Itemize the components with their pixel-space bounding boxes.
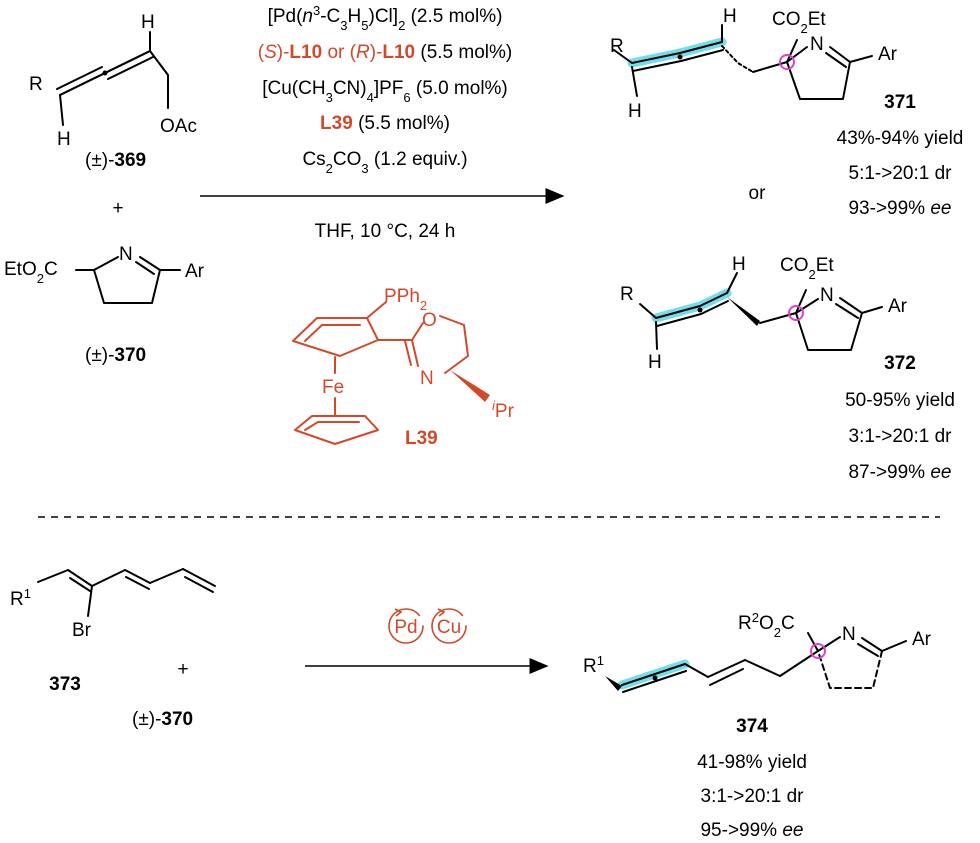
hydrogen: H <box>732 254 746 275</box>
product-372: R H H CO2Et N Ar 372 50-95% yield 3:1->2… <box>620 254 955 483</box>
compound-label-369: (±)-369 <box>85 150 146 171</box>
condition-ligand-l39: L39 (5.5 mol%) <box>320 113 450 134</box>
compound-label-374: 374 <box>736 716 768 737</box>
plus-sign: + <box>112 198 123 219</box>
product-371: R H H CO2Et N Ar 371 43%-94% yield 5:1->… <box>610 6 963 219</box>
oxygen: O <box>422 310 437 331</box>
ester-group: R2O2C <box>738 610 795 640</box>
hydrogen: H <box>628 101 642 122</box>
ester-group: CO2Et <box>772 9 826 36</box>
stereocenter-marker <box>788 305 804 321</box>
product-374: R1 R2O2C N Ar 374 41-98% yield 3:1->20:1… <box>583 610 932 842</box>
condition-pd-catalyst: [Pd(n3-C3H5)Cl]2 (2.5 mol%) <box>268 3 503 33</box>
compound-label-370: (±)-370 <box>132 709 193 730</box>
hydrogen: H <box>141 12 155 33</box>
acetate-group: OAc <box>160 116 197 137</box>
aryl-group: Ar <box>888 296 908 317</box>
r-group: R <box>29 74 43 95</box>
condition-cu-catalyst: [Cu(CH3CN)4]PF6 (5.0 mol%) <box>262 78 508 105</box>
ee-371: 93->99% ee <box>848 198 951 219</box>
hydrogen: H <box>723 6 737 27</box>
nitrogen: N <box>420 368 434 389</box>
yield-371: 43%-94% yield <box>837 128 964 149</box>
dr-374: 3:1->20:1 dr <box>701 786 805 807</box>
compound-label-373: 373 <box>49 674 81 695</box>
yield-372: 50-95% yield <box>845 390 955 411</box>
catalyst-cu-cycle: Cu <box>431 608 467 644</box>
compound-label-372: 372 <box>884 353 916 374</box>
nitrogen: N <box>810 34 824 55</box>
compound-label-371: 371 <box>884 92 916 113</box>
ee-374: 95->99% ee <box>700 820 803 841</box>
nitrogen: N <box>119 244 133 265</box>
or-text: or <box>749 183 767 204</box>
ligand-label: L39 <box>405 428 438 449</box>
ester-group: EtO2C <box>4 259 58 286</box>
r1-group: R1 <box>10 586 31 611</box>
iron-atom: Fe <box>322 377 344 398</box>
isopropyl-group: iPr <box>492 398 515 423</box>
top-conditions: [Pd(n3-C3H5)Cl]2 (2.5 mol%) (S)-L10 or (… <box>200 3 565 242</box>
compound-label-370: (±)-370 <box>85 345 146 366</box>
reactant-369: R H H OAc (±)-369 <box>29 12 197 171</box>
dr-372: 3:1->20:1 dr <box>849 426 953 447</box>
condition-solvent-temp-time: THF, 10 °C, 24 h <box>315 221 456 242</box>
r-group: R <box>610 36 624 57</box>
dr-371: 5:1->20:1 dr <box>849 163 953 184</box>
nitrogen: N <box>842 624 856 645</box>
reactant-373: R1 Br 373 <box>10 568 216 695</box>
ee-372: 87->99% ee <box>848 462 951 483</box>
aryl-group: Ar <box>185 261 205 282</box>
pd-label: Pd <box>394 617 417 638</box>
reactant-370: EtO2C N Ar (±)-370 <box>4 244 205 366</box>
condition-ligand-l10: (S)-L10 or (R)-L10 (5.5 mol%) <box>258 42 512 63</box>
hydrogen: H <box>57 129 71 150</box>
ester-group: CO2Et <box>780 255 834 282</box>
stereocenter-marker <box>779 54 795 70</box>
aryl-group: Ar <box>912 629 932 650</box>
diphenylphosphino-group: PPh2 <box>384 286 427 313</box>
ligand-l39: PPh2 Fe O N iPr L39 <box>292 286 515 449</box>
plus-sign: + <box>177 659 188 680</box>
catalyst-pd-cycle: Pd <box>388 608 424 644</box>
aryl-group: Ar <box>878 44 898 65</box>
bromine: Br <box>72 620 92 641</box>
stereocenter-marker <box>810 643 826 659</box>
condition-base: Cs2CO3 (1.2 equiv.) <box>302 149 467 176</box>
r1-group: R1 <box>583 653 604 678</box>
r-group: R <box>620 284 634 305</box>
nitrogen: N <box>820 285 834 306</box>
yield-374: 41-98% yield <box>697 752 807 773</box>
cu-label: Cu <box>437 617 461 638</box>
hydrogen: H <box>648 352 662 373</box>
